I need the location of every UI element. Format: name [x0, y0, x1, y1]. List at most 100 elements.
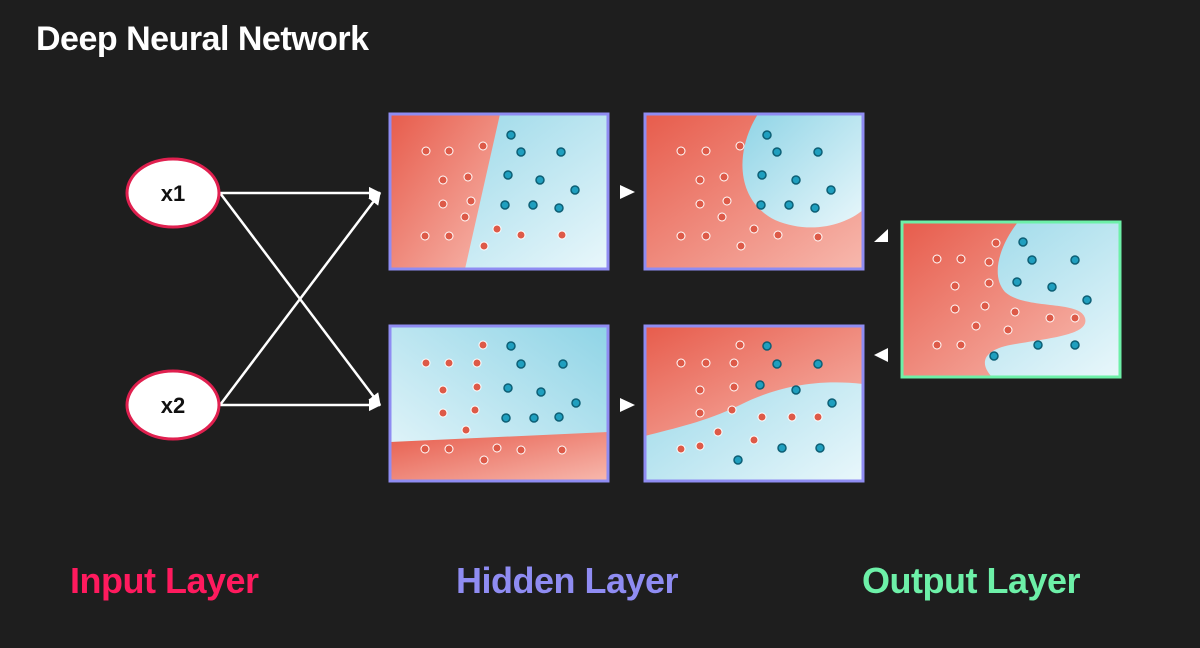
- red-data-point: [695, 175, 705, 185]
- blue-data-point: [815, 443, 825, 453]
- blue-data-point: [528, 200, 538, 210]
- connections: [219, 186, 382, 412]
- blue-data-point: [516, 359, 526, 369]
- red-data-point: [971, 321, 981, 331]
- arrow-to-output-top-icon: [874, 229, 888, 242]
- red-data-point: [956, 340, 966, 350]
- blue-data-point: [772, 359, 782, 369]
- red-data-point: [516, 445, 526, 455]
- blue-data-point: [556, 147, 566, 157]
- red-data-point: [722, 196, 732, 206]
- red-data-point: [421, 146, 431, 156]
- panel-2-blue-points: [756, 130, 836, 213]
- red-data-point: [695, 408, 705, 418]
- edge-x2-h1: [219, 192, 381, 406]
- blue-data-point: [536, 387, 546, 397]
- blue-data-point: [791, 385, 801, 395]
- blue-data-point: [827, 398, 837, 408]
- blue-data-point: [755, 380, 765, 390]
- input-layer-label: Input Layer: [70, 560, 259, 601]
- red-data-point: [444, 146, 454, 156]
- blue-data-point: [989, 351, 999, 361]
- red-data-point: [701, 146, 711, 156]
- red-data-point: [932, 254, 942, 264]
- blue-data-point: [1027, 255, 1037, 265]
- red-data-point: [713, 427, 723, 437]
- red-data-point: [1045, 313, 1055, 323]
- red-data-point: [463, 172, 473, 182]
- red-data-point: [557, 445, 567, 455]
- panel-3-red-points: [420, 340, 567, 465]
- panel-4-blue-points: [733, 341, 837, 465]
- red-data-point: [557, 230, 567, 240]
- red-data-point: [444, 231, 454, 241]
- blue-data-point: [813, 359, 823, 369]
- arrow-h1-h2-icon: [620, 185, 635, 199]
- red-data-point: [695, 199, 705, 209]
- blue-data-point: [784, 200, 794, 210]
- red-data-point: [479, 241, 489, 251]
- red-data-point: [479, 455, 489, 465]
- red-data-point: [421, 358, 431, 368]
- blue-data-point: [554, 412, 564, 422]
- red-data-point: [984, 257, 994, 267]
- red-data-point: [729, 358, 739, 368]
- red-data-point: [676, 444, 686, 454]
- blue-data-point: [772, 147, 782, 157]
- red-data-point: [676, 231, 686, 241]
- red-data-point: [749, 435, 759, 445]
- blue-data-point: [810, 203, 820, 213]
- red-data-point: [1070, 313, 1080, 323]
- red-data-point: [956, 254, 966, 264]
- node-x2: x2: [125, 369, 221, 441]
- red-data-point: [676, 358, 686, 368]
- red-data-point: [472, 382, 482, 392]
- red-data-point: [735, 340, 745, 350]
- blue-data-point: [506, 130, 516, 140]
- node-x1: x1: [125, 157, 221, 229]
- red-data-point: [736, 241, 746, 251]
- red-data-point: [516, 230, 526, 240]
- hidden-panel-3: [388, 324, 610, 483]
- red-data-point: [1003, 325, 1013, 335]
- hidden-panel-1: [388, 112, 610, 271]
- red-data-point: [984, 278, 994, 288]
- red-data-point: [991, 238, 1001, 248]
- blue-data-point: [554, 203, 564, 213]
- red-data-point: [749, 224, 759, 234]
- red-data-point: [1010, 307, 1020, 317]
- arrow-to-output-bottom-icon: [874, 348, 888, 362]
- red-data-point: [813, 232, 823, 242]
- hidden-panel-4: [643, 324, 865, 483]
- red-data-point: [444, 358, 454, 368]
- red-data-point: [695, 385, 705, 395]
- red-data-point: [492, 443, 502, 453]
- panel-4-red-points: [676, 340, 823, 454]
- blue-data-point: [777, 443, 787, 453]
- blue-data-point: [1082, 295, 1092, 305]
- red-data-point: [980, 301, 990, 311]
- panel-1-blue-points: [500, 130, 580, 213]
- blue-data-point: [571, 398, 581, 408]
- blue-data-point: [756, 200, 766, 210]
- panel-1-red-points: [420, 141, 567, 251]
- red-data-point: [950, 281, 960, 291]
- red-data-point: [460, 212, 470, 222]
- blue-data-point: [535, 175, 545, 185]
- panel-arrows: [620, 185, 888, 412]
- red-data-point: [757, 412, 767, 422]
- red-data-point: [420, 231, 430, 241]
- red-data-point: [466, 196, 476, 206]
- blue-data-point: [1047, 282, 1057, 292]
- red-data-point: [472, 358, 482, 368]
- blue-data-point: [500, 200, 510, 210]
- red-data-point: [461, 425, 471, 435]
- output-panel: [900, 220, 1122, 379]
- red-data-point: [420, 444, 430, 454]
- blue-data-point: [762, 341, 772, 351]
- red-data-point: [470, 405, 480, 415]
- output-blue-points: [989, 237, 1092, 361]
- red-data-point: [735, 141, 745, 151]
- red-data-point: [932, 340, 942, 350]
